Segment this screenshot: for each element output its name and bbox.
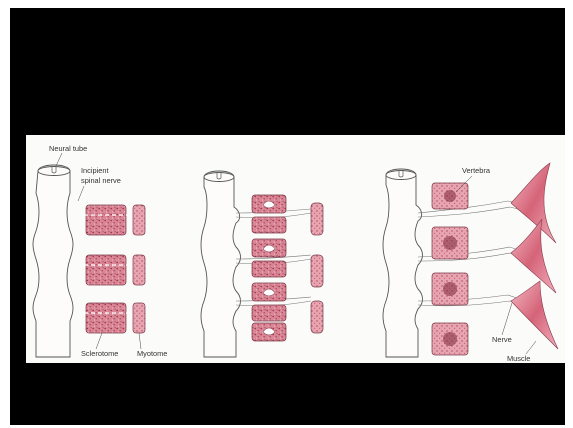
muscles bbox=[511, 163, 558, 349]
spinal-cord-top bbox=[204, 173, 234, 182]
neural-tube-top bbox=[38, 167, 70, 176]
diagram-figure: Neural tube Incipient spinal nerve Scler… bbox=[26, 135, 565, 363]
label-myotome: Myotome bbox=[137, 349, 167, 358]
neural-tube-shape bbox=[33, 165, 73, 357]
sclerotome-blocks bbox=[84, 205, 128, 333]
somite-development-diagram: Neural tube Incipient spinal nerve Scler… bbox=[26, 135, 565, 363]
label-neural-tube: Neural tube bbox=[49, 144, 87, 153]
vertebrae bbox=[432, 183, 468, 355]
panel-mature: Vertebra Nerve Muscle bbox=[383, 163, 558, 363]
label-nerve: Nerve bbox=[492, 335, 512, 344]
spinal-cord-shape bbox=[201, 171, 241, 357]
label-sclerotome: Sclerotome bbox=[81, 349, 118, 358]
panel-early-somites: Neural tube Incipient spinal nerve Scler… bbox=[33, 144, 167, 358]
panel-resegmentation bbox=[201, 171, 323, 357]
label-incipient-line1: Incipient bbox=[81, 166, 109, 175]
label-muscle: Muscle bbox=[507, 354, 530, 363]
myotomes-panel2 bbox=[311, 203, 323, 333]
label-incipient-line2: spinal nerve bbox=[81, 176, 121, 185]
label-vertebra: Vertebra bbox=[462, 166, 491, 175]
myotome-blocks bbox=[133, 205, 145, 333]
sclerotome-halves bbox=[252, 195, 286, 341]
mature-cord-shape bbox=[383, 169, 423, 357]
